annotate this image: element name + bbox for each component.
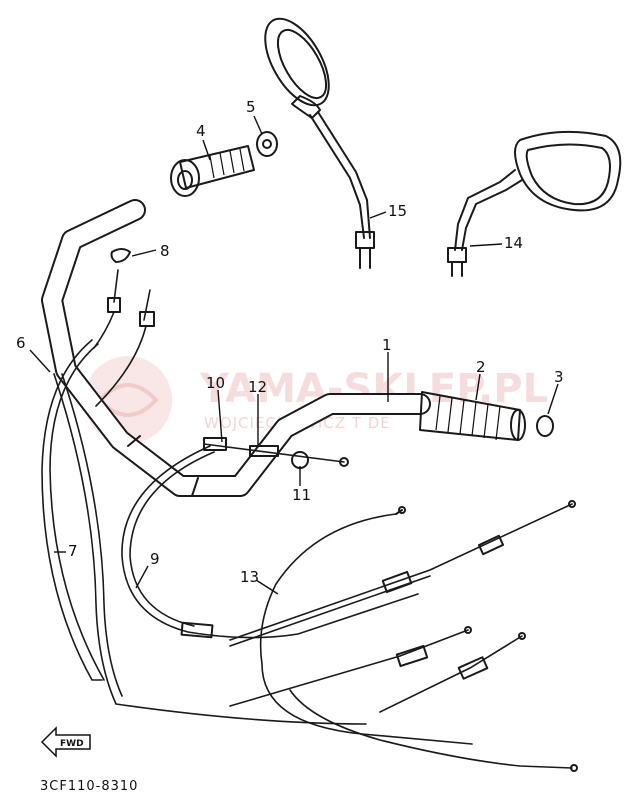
grip-end-cap	[256, 131, 278, 157]
fwd-label: FWD	[60, 739, 84, 749]
callout-4: 4	[196, 122, 206, 140]
cable-13	[259, 506, 473, 745]
callout-11: 11	[292, 486, 311, 504]
callout-3: 3	[554, 368, 564, 386]
callout-10: 10	[206, 374, 225, 392]
mirror-left	[264, 17, 375, 269]
callout-9: 9	[150, 550, 160, 568]
callout-13: 13	[240, 568, 259, 586]
callouts: 4 5 15 14 8 6 1 2 3 10 12 11 7 9 13	[16, 98, 564, 586]
throttle-grip	[170, 145, 255, 197]
callout-7: 7	[68, 542, 78, 560]
callout-15: 15	[388, 202, 407, 220]
diagram-code: 3CF110-8310	[40, 779, 138, 794]
callout-8: 8	[160, 242, 170, 260]
right-grip	[419, 391, 526, 441]
cable-7	[53, 373, 367, 725]
cable-nut	[110, 248, 131, 263]
callout-5: 5	[246, 98, 256, 116]
choke-cable-ends	[93, 269, 155, 407]
callout-14: 14	[504, 234, 523, 252]
callout-6: 6	[16, 334, 26, 352]
cable-9	[121, 445, 419, 639]
throttle-cables	[229, 500, 578, 772]
callout-12: 12	[248, 378, 267, 396]
fwd-arrow-icon: FWD	[40, 726, 91, 758]
callout-2: 2	[476, 358, 486, 376]
bar-end-cap	[536, 415, 554, 437]
clutch-cable-end	[203, 437, 349, 469]
handlebar	[41, 199, 431, 497]
cable-6	[41, 339, 105, 681]
leader-lines	[29, 115, 559, 595]
callout-1: 1	[382, 336, 392, 354]
mirror-right	[447, 130, 622, 277]
